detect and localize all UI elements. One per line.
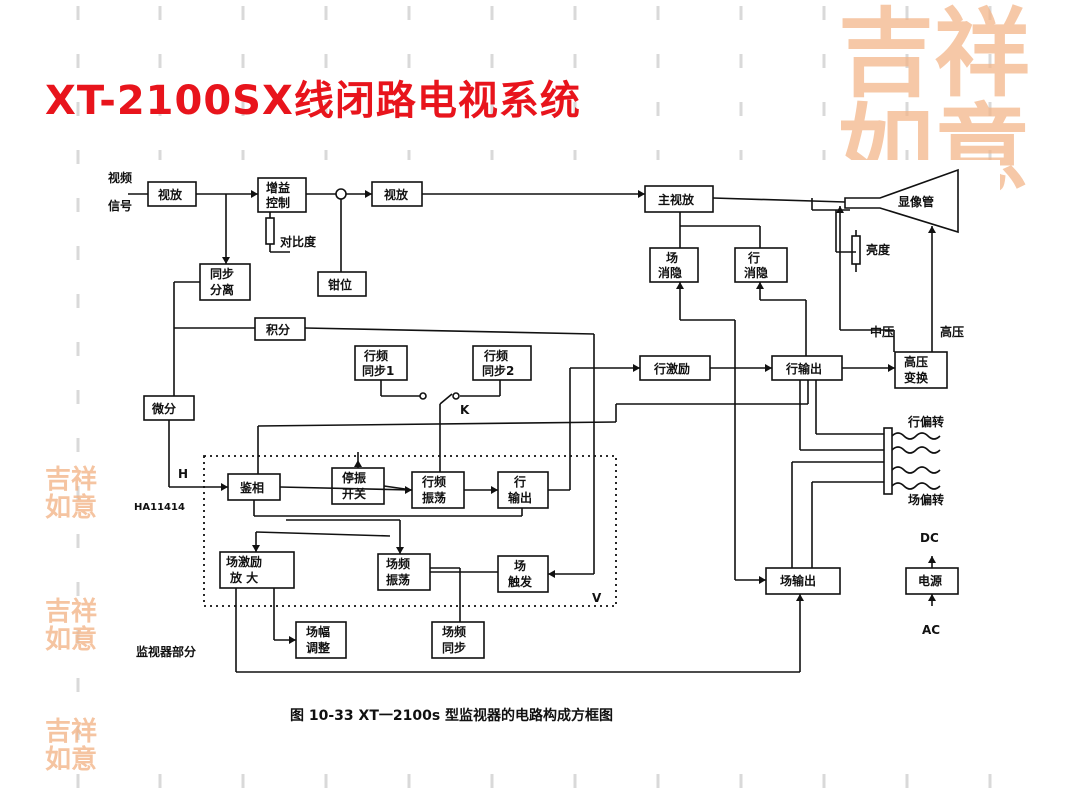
field-amp-label-2: 调整 <box>306 640 330 655</box>
field-blanking-block <box>649 247 699 283</box>
video-amp-1-label: 视放 <box>158 187 183 202</box>
gain-label-2: 控制 <box>266 195 290 210</box>
field-sync-block <box>431 621 485 659</box>
ic-boundary <box>203 455 617 607</box>
ac-label: AC <box>922 623 940 637</box>
small-seal-logo: 吉祥如意 <box>45 597 98 655</box>
field-drive-label-2: 放 大 <box>229 570 258 585</box>
field-output-block <box>765 567 841 595</box>
sync-sep-label-1: 同步 <box>210 266 234 281</box>
sync-sep-label-2: 分离 <box>210 282 234 297</box>
clamp-block <box>317 271 367 297</box>
line-sync2-label-1: 行频 <box>483 348 508 363</box>
stop-osc-label-2: 开关 <box>342 486 366 501</box>
stop-osc-label-1: 停振 <box>342 470 366 485</box>
field-osc-label-2: 振荡 <box>386 572 410 587</box>
crt-label: 显像管 <box>898 194 934 209</box>
monitor-part-label: 监视器部分 <box>136 644 196 659</box>
field-sync-label-2: 同步 <box>442 640 466 655</box>
field-trigger-label-1: 场 <box>514 559 526 573</box>
line-blank-label-2: 消隐 <box>744 265 768 280</box>
v-signal-label: V <box>592 591 602 605</box>
gain-control-block <box>257 177 307 213</box>
line-osc-label-1: 行频 <box>421 474 446 489</box>
h-deflection-label: 行偏转 <box>907 414 944 429</box>
power-label: 电源 <box>918 573 942 588</box>
hv-label-2: 变换 <box>904 370 929 385</box>
circuit-block-diagram: 视频 信号 视放 增益 控制 视放 主视放 显像管 同步 分离 钳位 对比度 场… <box>100 160 1000 745</box>
line-output-label: 行输出 <box>785 361 822 376</box>
hv-converter-block <box>894 351 948 389</box>
input-label-2: 信号 <box>108 198 132 213</box>
mid-voltage-label: 中压 <box>870 324 894 339</box>
field-amp-label-1: 场幅 <box>306 624 330 639</box>
field-output-label: 场输出 <box>780 573 816 588</box>
line-sync1-label-2: 同步1 <box>362 363 394 378</box>
integrator-block <box>254 317 306 341</box>
main-video-amp-block <box>644 185 714 213</box>
brightness-label: 亮度 <box>866 242 891 257</box>
field-drive-amp-block <box>219 551 295 589</box>
integrator-label: 积分 <box>266 322 290 337</box>
line-sync-2-block <box>472 345 532 381</box>
small-seal-logo: 吉祥如意 <box>45 465 98 523</box>
input-label-1: 视频 <box>108 170 132 185</box>
field-trigger-label-2: 触发 <box>508 574 533 589</box>
line-osc-label-2: 振荡 <box>422 490 446 505</box>
slide-title: XT-2100SX线闭路电视系统 <box>45 78 581 124</box>
field-blank-label-1: 场 <box>666 251 678 265</box>
field-sync-label-1: 场频 <box>442 624 466 639</box>
crt-symbol <box>844 168 959 234</box>
field-osc-label-1: 场频 <box>386 556 410 571</box>
hv-label-1: 高压 <box>904 354 928 369</box>
gain-label-1: 增益 <box>266 180 290 195</box>
video-amp-2-label: 视放 <box>384 187 409 202</box>
line-sync1-label-1: 行频 <box>363 348 388 363</box>
v-deflection-label: 场偏转 <box>908 492 944 507</box>
field-drive-label-1: 场激励 <box>226 554 262 569</box>
line-drive-label: 行激励 <box>653 361 690 376</box>
ic-label: HA11414 <box>134 502 185 513</box>
switch-k-label: K <box>460 403 470 417</box>
line-blank-label-1: 行 <box>747 250 760 265</box>
figure-caption: 图 10-33 XT一2100s 型监视器的电路构成方框图 <box>290 707 613 724</box>
differentiator-label: 微分 <box>151 401 176 416</box>
line-sync2-label-2: 同步2 <box>482 363 514 378</box>
auspicious-seal-logo: 吉祥如意 <box>838 0 1030 206</box>
field-blank-label-2: 消隐 <box>658 265 682 280</box>
high-voltage-label: 高压 <box>940 324 964 339</box>
line-out-small-label-1: 行 <box>513 474 526 489</box>
clamp-label: 钳位 <box>328 277 352 292</box>
line-out-small-label-2: 输出 <box>508 490 532 505</box>
dc-label: DC <box>920 531 939 545</box>
h-signal-label: H <box>178 467 188 481</box>
line-blanking-block <box>734 247 788 283</box>
small-seal-logo: 吉祥如意 <box>45 717 98 775</box>
main-video-amp-label: 主视放 <box>658 192 695 207</box>
contrast-label: 对比度 <box>280 234 317 249</box>
phase-detector-label: 鉴相 <box>239 480 264 495</box>
